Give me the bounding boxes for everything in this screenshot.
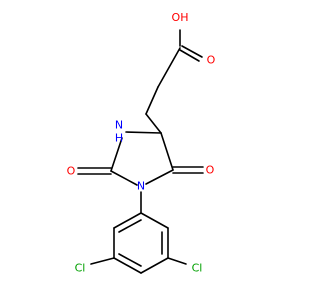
bond-cacid-o-double-a [181,45,203,58]
bond-ph-1 [113,212,142,229]
bond-cacid-ch2a [157,47,181,88]
bond-group [77,29,204,274]
atom-chlorine-right: Cl [192,262,203,275]
structure-svg: OH O N H O N O Cl Cl [67,11,216,275]
atom-nh-symbol: N [115,119,123,132]
bond-c2-n1 [110,170,138,186]
bond-ph-2 [140,212,169,229]
atom-nh-hydrogen: H [115,132,123,145]
bond-ph-5 [113,257,142,274]
atom-chlorine-left: Cl [75,262,86,275]
bond-ph-1-inner [118,219,142,233]
atom-labels: OH O N H O N O Cl Cl [67,11,216,275]
bond-n1-c5 [145,169,174,185]
bond-c-cl-right [167,257,187,265]
bond-ch2b-c4 [145,113,162,134]
bond-ch2a-ch2b [145,86,159,115]
atom-ring-carbonyl-o-right: O [206,164,215,177]
atom-acid-carbonyl-o: O [207,54,216,67]
atom-ring-n: N [137,180,145,193]
molecule-diagram: OH O N H O N O Cl Cl [67,11,216,275]
atom-ring-carbonyl-o-left: O [67,165,76,178]
bond-c-cl-left [90,257,115,265]
bond-nh-c4 [125,131,162,134]
bond-cacid-o-double-b [179,49,200,62]
bond-ph-5-inner [118,253,142,267]
bond-nh-c2 [110,137,123,172]
bond-ph-6 [140,257,169,274]
bond-c5-c4 [160,132,174,171]
atom-hydroxyl-oh: OH [172,11,189,24]
